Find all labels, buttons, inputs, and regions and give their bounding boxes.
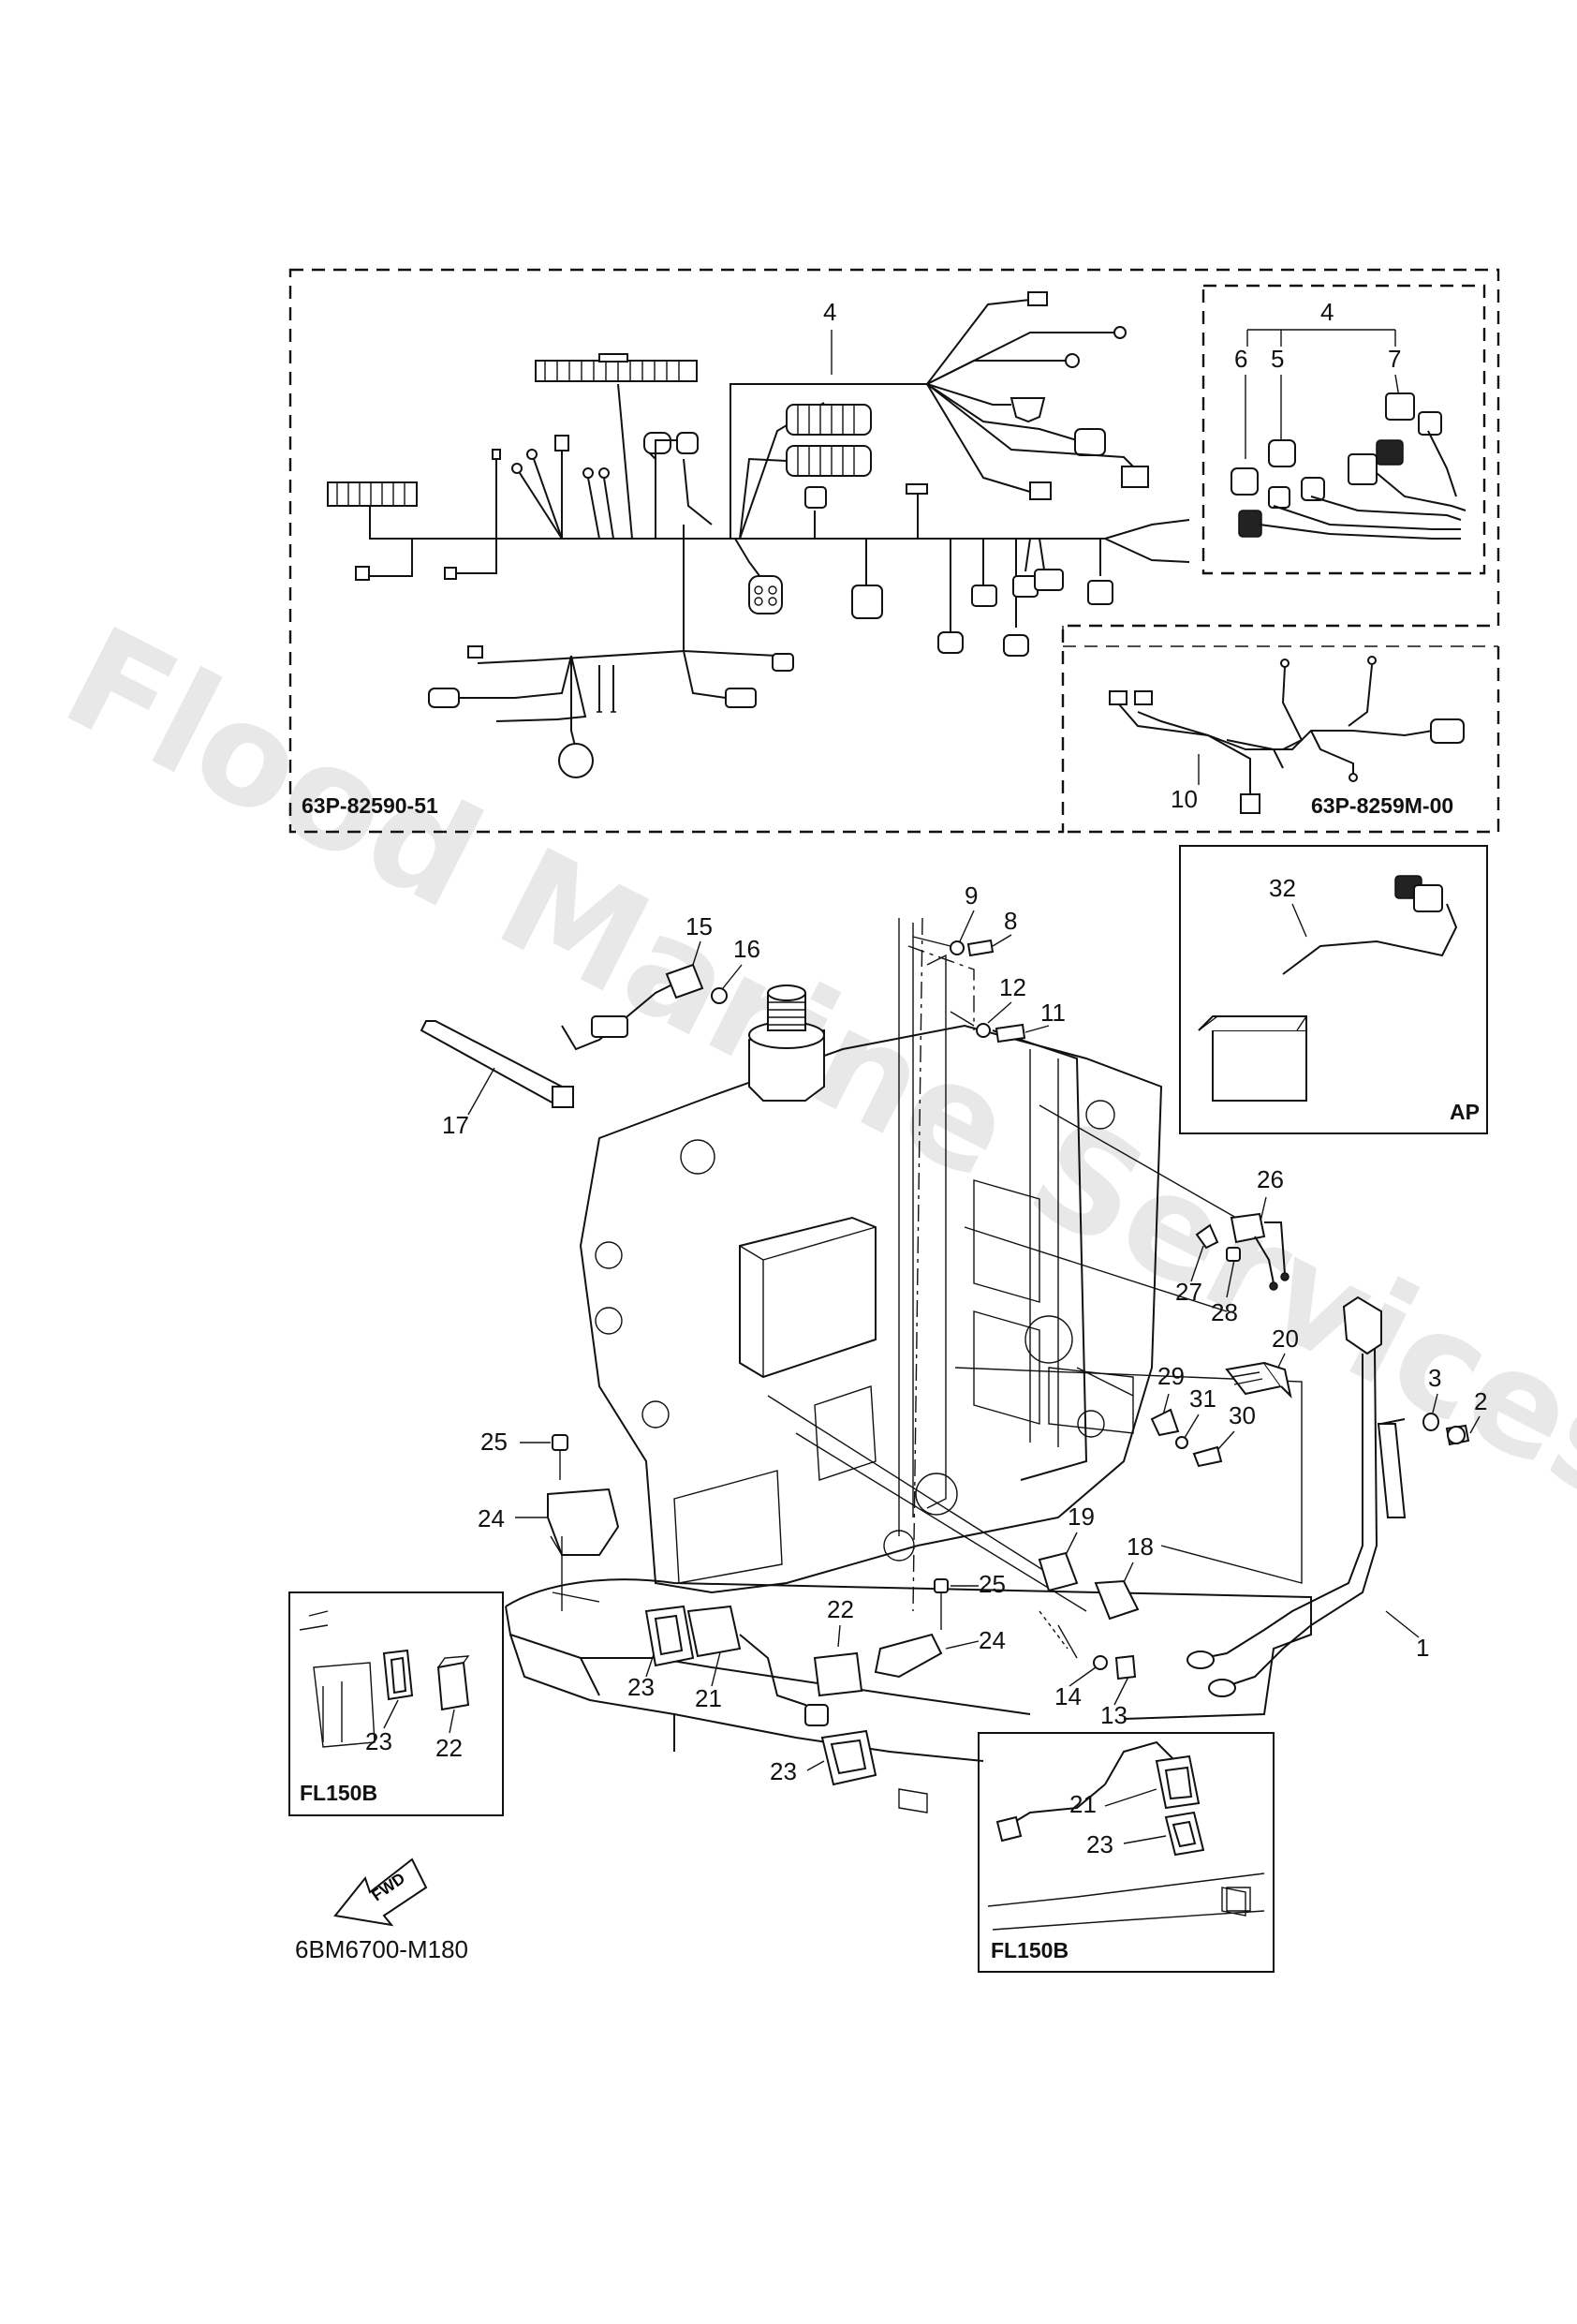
ap-box: 32 AP xyxy=(1179,845,1488,1134)
callout-31: 31 xyxy=(1189,1384,1216,1413)
forward-arrow: FWD xyxy=(333,1858,428,1927)
parts-25-24-22-21-23-left: 25 24 22 21 23 23 xyxy=(478,1428,877,1786)
callout-27: 27 xyxy=(1175,1278,1202,1306)
engine-block xyxy=(505,917,1312,1917)
fl150b-left-label: FL150B xyxy=(300,1781,377,1805)
sub-harness-inset: 10 63P-8259M-00 xyxy=(1062,626,1500,834)
callout-3: 3 xyxy=(1428,1364,1441,1392)
callout-1: 1 xyxy=(1416,1634,1429,1662)
diagram-id: 6BM6700-M180 xyxy=(295,1935,468,1963)
callout-25-left: 25 xyxy=(480,1428,508,1456)
sensor-harness-inset: 4 6 5 7 xyxy=(1201,284,1486,575)
callout-26: 26 xyxy=(1257,1165,1284,1193)
callout-4-main: 4 xyxy=(823,298,836,326)
callout-23-center-left: 23 xyxy=(627,1673,655,1701)
bolts-8-9-11-12: 9 8 12 11 xyxy=(912,881,1066,1044)
harness-main-part-number: 63P-82590-51 xyxy=(302,793,438,818)
callout-2: 2 xyxy=(1474,1387,1487,1415)
callout-18: 18 xyxy=(1127,1532,1154,1561)
callout-5: 5 xyxy=(1271,345,1284,373)
callout-19: 19 xyxy=(1068,1502,1095,1531)
callout-21-right-box: 21 xyxy=(1069,1790,1097,1818)
callout-9: 9 xyxy=(965,881,978,910)
callout-17: 17 xyxy=(442,1111,469,1139)
sensor-15-16: 15 16 xyxy=(561,912,760,1051)
harness-sub-part-number: 63P-8259M-00 xyxy=(1311,793,1453,818)
callout-23-right-box: 23 xyxy=(1086,1830,1113,1858)
fl150b-right-label: FL150B xyxy=(991,1938,1069,1962)
callout-32: 32 xyxy=(1269,874,1296,902)
callout-23-center: 23 xyxy=(770,1757,797,1785)
callout-6: 6 xyxy=(1234,345,1247,373)
callout-22-center: 22 xyxy=(827,1595,854,1623)
callout-20: 20 xyxy=(1272,1325,1299,1353)
callout-29: 29 xyxy=(1157,1362,1185,1390)
main-wiring-harness xyxy=(327,291,1190,778)
callout-8: 8 xyxy=(1004,907,1017,935)
callout-24-right: 24 xyxy=(979,1626,1006,1654)
sensor-20-29-31: 20 29 31 30 xyxy=(1150,1325,1299,1468)
callout-4-inset: 4 xyxy=(1320,298,1334,326)
callout-21-center: 21 xyxy=(695,1684,722,1712)
ap-label: AP xyxy=(1450,1100,1480,1124)
callout-25-right: 25 xyxy=(979,1570,1006,1598)
callout-16: 16 xyxy=(733,935,760,963)
callout-12: 12 xyxy=(999,973,1026,1001)
callout-30: 30 xyxy=(1229,1401,1256,1429)
battery-cable-1-2-3: 3 2 1 xyxy=(1186,1295,1487,1697)
parts-18-19-25-24-14-13: 19 18 25 24 14 13 xyxy=(874,1502,1154,1729)
callout-23-left-box: 23 xyxy=(365,1727,392,1755)
callout-15: 15 xyxy=(685,912,713,940)
callout-24-left: 24 xyxy=(478,1504,505,1532)
callout-11: 11 xyxy=(1040,999,1066,1027)
fl150b-right-box: 21 23 FL150B xyxy=(978,1732,1275,1973)
callout-13: 13 xyxy=(1100,1701,1127,1729)
callout-7: 7 xyxy=(1388,345,1401,373)
cable-tie-17: 17 xyxy=(420,1020,574,1139)
main-harness-box: 63P-82590-51 xyxy=(288,268,1500,834)
callout-10: 10 xyxy=(1171,785,1198,813)
sensor-26-28: 26 27 28 xyxy=(1175,1165,1290,1326)
callout-14: 14 xyxy=(1054,1682,1082,1710)
callout-28: 28 xyxy=(1211,1298,1238,1326)
callout-22-left-box: 22 xyxy=(435,1734,463,1762)
fl150b-left-box: 23 22 FL150B xyxy=(288,1591,504,1816)
